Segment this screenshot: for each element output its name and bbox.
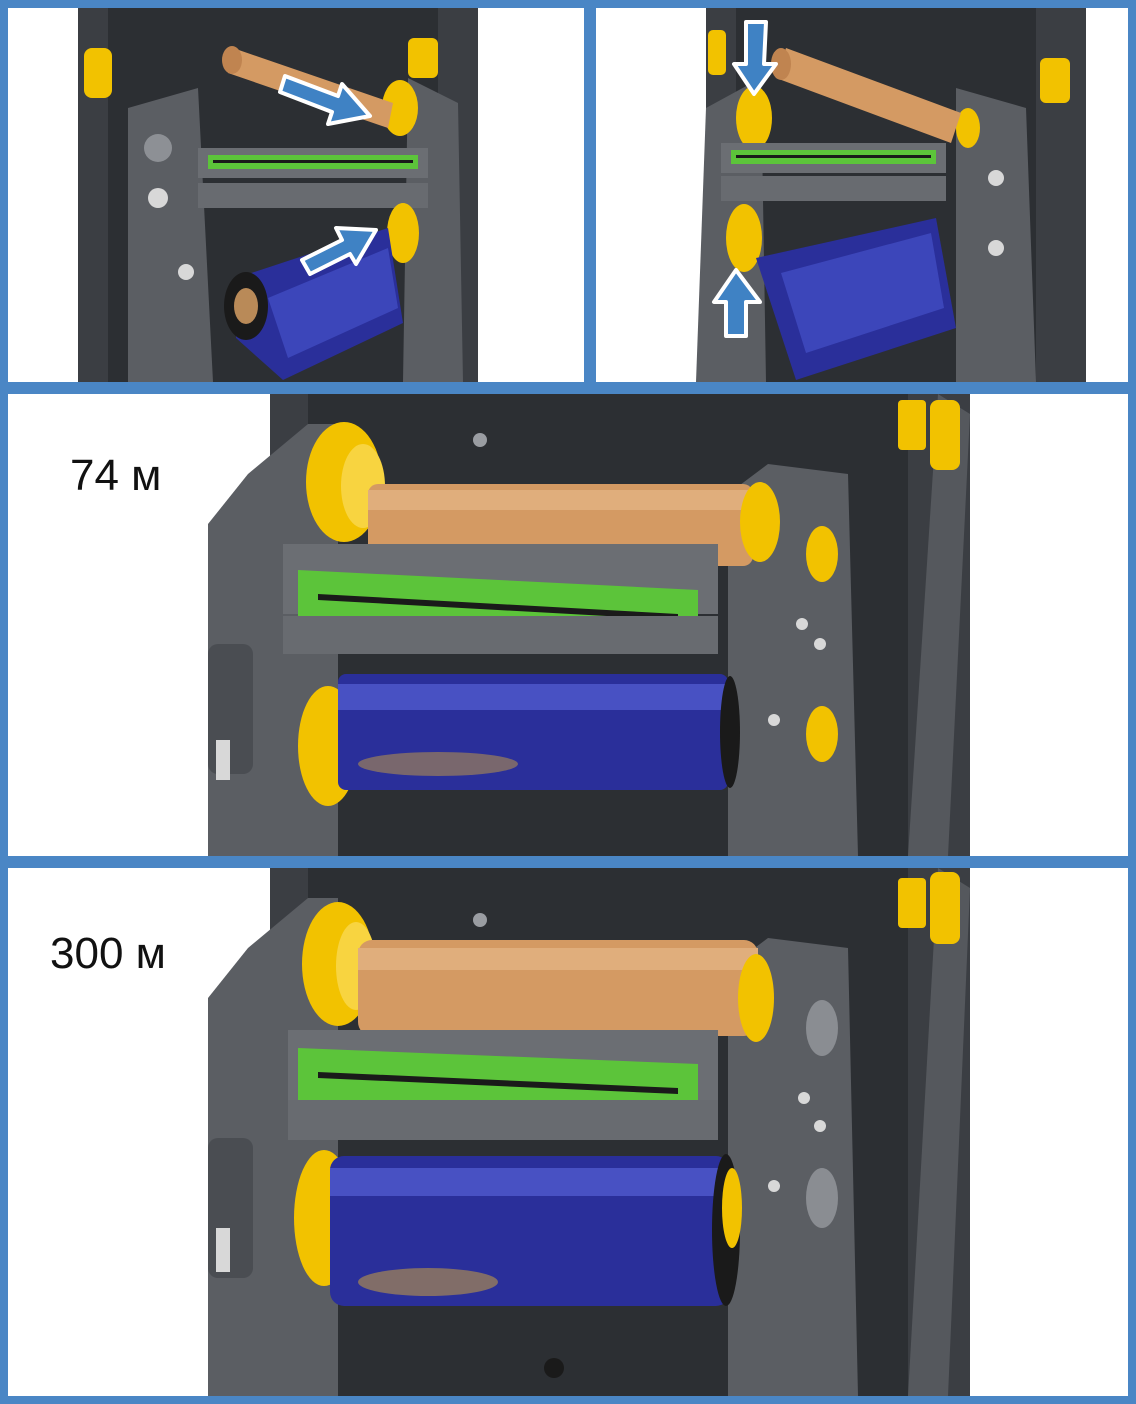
panel-300m: 300 м (8, 868, 1128, 1396)
panel-74m: 74 м (8, 394, 1128, 856)
panel-top-right (596, 8, 1128, 382)
printer-illustration-top-left (78, 8, 478, 382)
arrow-icon (278, 74, 372, 126)
printer-illustration-300m (208, 868, 970, 1396)
roll-length-label: 300 м (50, 929, 166, 978)
printer-illustration-top-right (696, 8, 1086, 382)
arrow-icon (712, 268, 762, 338)
arrow-icon (732, 20, 778, 96)
printer-illustration-74m (208, 394, 970, 856)
arrow-icon (300, 226, 378, 276)
roll-length-label: 74 м (70, 451, 162, 500)
panel-top-left (8, 8, 584, 382)
